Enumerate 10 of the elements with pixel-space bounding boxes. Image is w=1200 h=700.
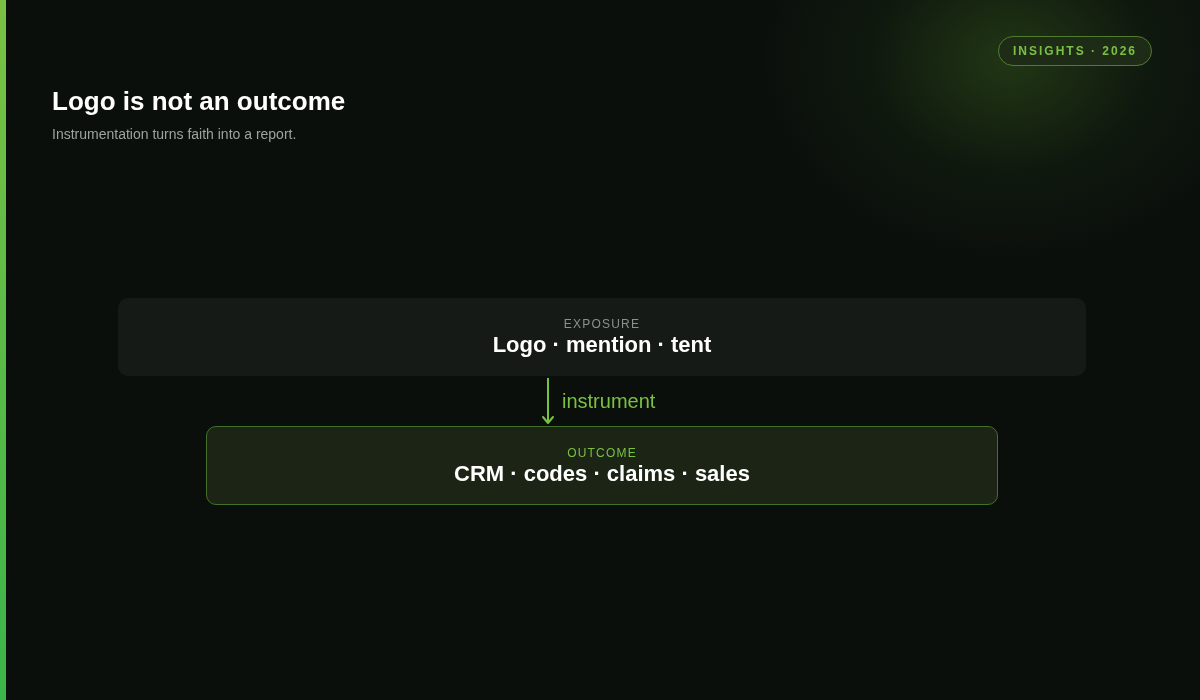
stage-items: Logo · mention · tent	[492, 332, 712, 358]
tag-pill: INSIGHTS · 2026	[997, 36, 1152, 66]
stage-card	[206, 426, 998, 505]
subtitle: Instrumentation turns faith into a report.	[52, 126, 297, 142]
arrow	[542, 377, 554, 424]
stage-label: OUTCOME	[567, 444, 637, 461]
heading: Logo is not an outcome	[52, 86, 346, 117]
edge-label: instrument	[562, 389, 656, 413]
stage-items: CRM · codes · claims · sales	[454, 460, 750, 487]
stage-label: EXPOSURE	[563, 316, 641, 332]
